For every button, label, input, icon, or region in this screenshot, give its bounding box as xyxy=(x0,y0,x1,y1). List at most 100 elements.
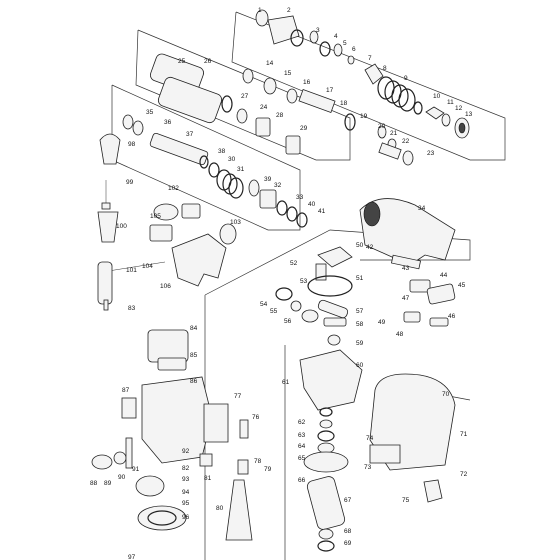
callout-18: 18 xyxy=(340,100,348,107)
motor-housing xyxy=(369,373,456,503)
front-end-parts xyxy=(255,9,470,139)
callout-30: 30 xyxy=(228,156,236,163)
callout-32: 32 xyxy=(274,182,282,189)
callout-69: 69 xyxy=(344,540,352,547)
callout-93: 93 xyxy=(182,476,190,483)
callout-68: 68 xyxy=(344,528,352,535)
callout-7: 7 xyxy=(368,55,372,62)
callout-53: 53 xyxy=(300,278,308,285)
callout-81: 81 xyxy=(204,475,212,482)
callout-96: 96 xyxy=(182,514,190,521)
callout-83: 83 xyxy=(128,305,136,312)
callout-21: 21 xyxy=(390,130,398,137)
callout-70: 70 xyxy=(442,391,450,398)
callout-47: 47 xyxy=(402,295,410,302)
callout-103: 103 xyxy=(230,219,241,226)
callout-85: 85 xyxy=(190,352,198,359)
callout-62: 62 xyxy=(298,419,306,426)
callout-98: 98 xyxy=(128,141,136,148)
armature-stack xyxy=(303,407,349,552)
gear-housing-cover xyxy=(359,198,456,327)
callout-105: 105 xyxy=(150,213,161,220)
callout-51: 51 xyxy=(356,275,364,282)
callout-88: 88 xyxy=(90,480,98,487)
callout-43: 43 xyxy=(402,265,410,272)
callout-52: 52 xyxy=(290,260,298,267)
callout-56: 56 xyxy=(284,318,292,325)
callout-41: 41 xyxy=(318,208,326,215)
callout-48: 48 xyxy=(396,331,404,338)
callout-65: 65 xyxy=(298,455,306,462)
callout-29: 29 xyxy=(300,125,308,132)
callout-24: 24 xyxy=(260,104,268,111)
callout-58: 58 xyxy=(356,321,364,328)
callout-102: 102 xyxy=(168,185,179,192)
callout-31: 31 xyxy=(237,166,245,173)
callout-8: 8 xyxy=(383,65,387,72)
callout-78: 78 xyxy=(254,458,262,465)
callout-11: 11 xyxy=(447,99,454,106)
callout-50: 50 xyxy=(356,242,364,249)
callout-9: 9 xyxy=(404,75,408,82)
callout-36: 36 xyxy=(164,119,172,126)
callout-74: 74 xyxy=(366,435,374,442)
callout-19: 19 xyxy=(360,113,368,120)
callout-101: 101 xyxy=(126,267,137,274)
callout-104: 104 xyxy=(142,263,153,270)
callout-60: 60 xyxy=(356,362,364,369)
callout-76: 76 xyxy=(252,414,260,421)
callout-79: 79 xyxy=(264,466,272,473)
callout-15: 15 xyxy=(284,70,292,77)
callout-4: 4 xyxy=(334,33,338,40)
callout-22: 22 xyxy=(402,138,410,145)
crank-mechanism xyxy=(275,246,363,411)
callout-84: 84 xyxy=(190,325,198,332)
callout-87: 87 xyxy=(122,387,130,394)
callout-12: 12 xyxy=(455,105,463,112)
callout-labels: 1 2 3 4 5 6 7 8 9 10 11 12 13 14 15 16 1… xyxy=(90,7,473,560)
callout-37: 37 xyxy=(186,131,194,138)
callout-42: 42 xyxy=(366,244,374,251)
callout-49: 49 xyxy=(378,319,386,326)
callout-71: 71 xyxy=(460,431,468,438)
callout-55: 55 xyxy=(270,308,278,315)
callout-57: 57 xyxy=(356,308,364,315)
callout-14: 14 xyxy=(266,60,274,67)
callout-2: 2 xyxy=(287,7,291,14)
callout-39: 39 xyxy=(264,176,272,183)
callout-20: 20 xyxy=(378,123,386,130)
callout-35: 35 xyxy=(146,109,154,116)
callout-72: 72 xyxy=(460,471,468,478)
callout-40: 40 xyxy=(308,201,316,208)
callout-99: 99 xyxy=(126,179,134,186)
callout-5: 5 xyxy=(343,40,347,47)
side-handle-parts xyxy=(97,133,237,311)
callout-92: 92 xyxy=(182,448,190,455)
callout-54: 54 xyxy=(260,301,268,308)
callout-77: 77 xyxy=(234,393,242,400)
callout-94: 94 xyxy=(182,489,190,496)
callout-95: 95 xyxy=(182,500,190,507)
spindle-parts xyxy=(122,114,308,228)
callout-82: 82 xyxy=(182,465,190,472)
callout-3: 3 xyxy=(316,27,320,34)
barrel-parts xyxy=(150,53,414,166)
callout-13: 13 xyxy=(465,111,473,118)
callout-90: 90 xyxy=(118,474,126,481)
callout-97: 97 xyxy=(128,554,136,560)
callout-10: 10 xyxy=(433,93,441,100)
callout-64: 64 xyxy=(298,443,306,450)
callout-45: 45 xyxy=(458,282,466,289)
callout-6: 6 xyxy=(352,46,356,53)
callout-80: 80 xyxy=(216,505,224,512)
callout-26: 26 xyxy=(204,58,212,65)
callout-75: 75 xyxy=(402,497,410,504)
callout-73: 73 xyxy=(364,464,372,471)
callout-25: 25 xyxy=(178,58,186,65)
callout-34: 34 xyxy=(418,205,426,212)
callout-100: 100 xyxy=(116,223,127,230)
callout-89: 89 xyxy=(104,480,112,487)
callout-46: 46 xyxy=(448,313,456,320)
callout-23: 23 xyxy=(427,150,435,157)
spring-31 xyxy=(216,169,244,199)
